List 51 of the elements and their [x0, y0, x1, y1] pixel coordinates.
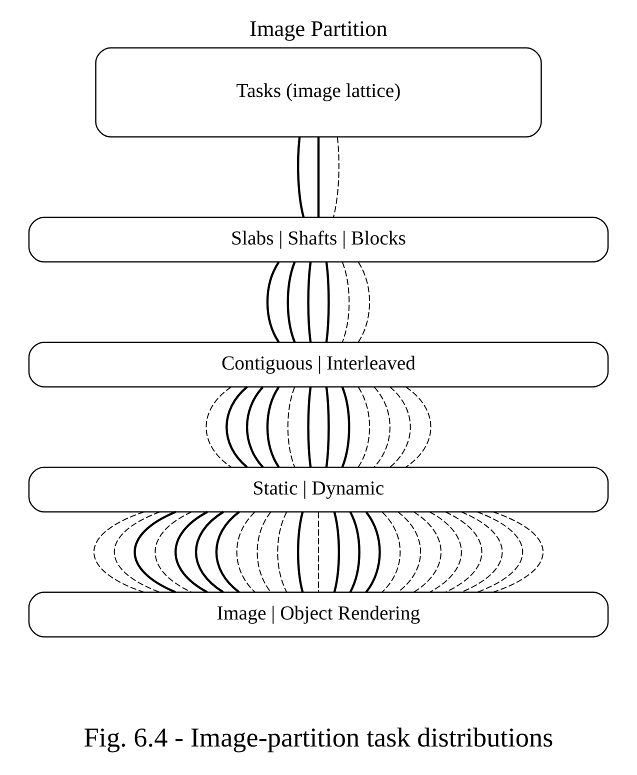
- connector: [277, 512, 288, 593]
- connector: [444, 511, 482, 593]
- connector: [358, 262, 370, 343]
- connector: [287, 386, 296, 468]
- connector: [215, 511, 240, 593]
- node-box: Contiguous | Interleaved: [28, 342, 609, 388]
- connector: [93, 511, 145, 593]
- caption: Fig. 6.4 - Image-partition task distributions: [84, 722, 554, 752]
- connector: [226, 386, 248, 468]
- connector: [476, 511, 524, 593]
- connector: [307, 387, 312, 468]
- connector: [325, 262, 330, 342]
- connector: [246, 386, 264, 468]
- connector: [206, 386, 232, 468]
- connector: [333, 512, 340, 592]
- connector: [236, 512, 256, 593]
- connector: [296, 136, 305, 218]
- connector: [365, 512, 381, 593]
- connector: [154, 511, 192, 593]
- connector: [317, 137, 320, 218]
- connector: [296, 512, 304, 592]
- connector: [332, 136, 340, 218]
- connector: [194, 510, 224, 594]
- node-box: Slabs | Shafts | Blocks: [28, 216, 609, 263]
- connector: [341, 386, 350, 468]
- connector: [286, 262, 296, 343]
- connector: [174, 510, 208, 594]
- node-box: Tasks (image lattice): [95, 47, 542, 138]
- connector: [266, 262, 280, 343]
- connector: [397, 511, 422, 593]
- diagram-title: Image Partition: [250, 16, 388, 41]
- connector: [389, 386, 411, 468]
- connector: [374, 386, 390, 468]
- connector: [358, 386, 370, 468]
- connector: [318, 512, 319, 593]
- connector: [342, 262, 350, 343]
- node-box: Image | Object Rendering: [28, 592, 609, 638]
- connector: [405, 386, 432, 468]
- connector: [266, 386, 280, 468]
- connector: [381, 512, 401, 593]
- connector: [307, 262, 312, 342]
- connector: [492, 511, 544, 593]
- connector: [134, 510, 176, 594]
- connector: [460, 511, 503, 593]
- node-box: Static | Dynamic: [28, 466, 609, 512]
- connector: [114, 511, 160, 593]
- connector: [429, 511, 462, 593]
- connector: [256, 512, 272, 593]
- connector: [413, 511, 442, 593]
- connector: [325, 387, 330, 468]
- connector: [349, 512, 360, 593]
